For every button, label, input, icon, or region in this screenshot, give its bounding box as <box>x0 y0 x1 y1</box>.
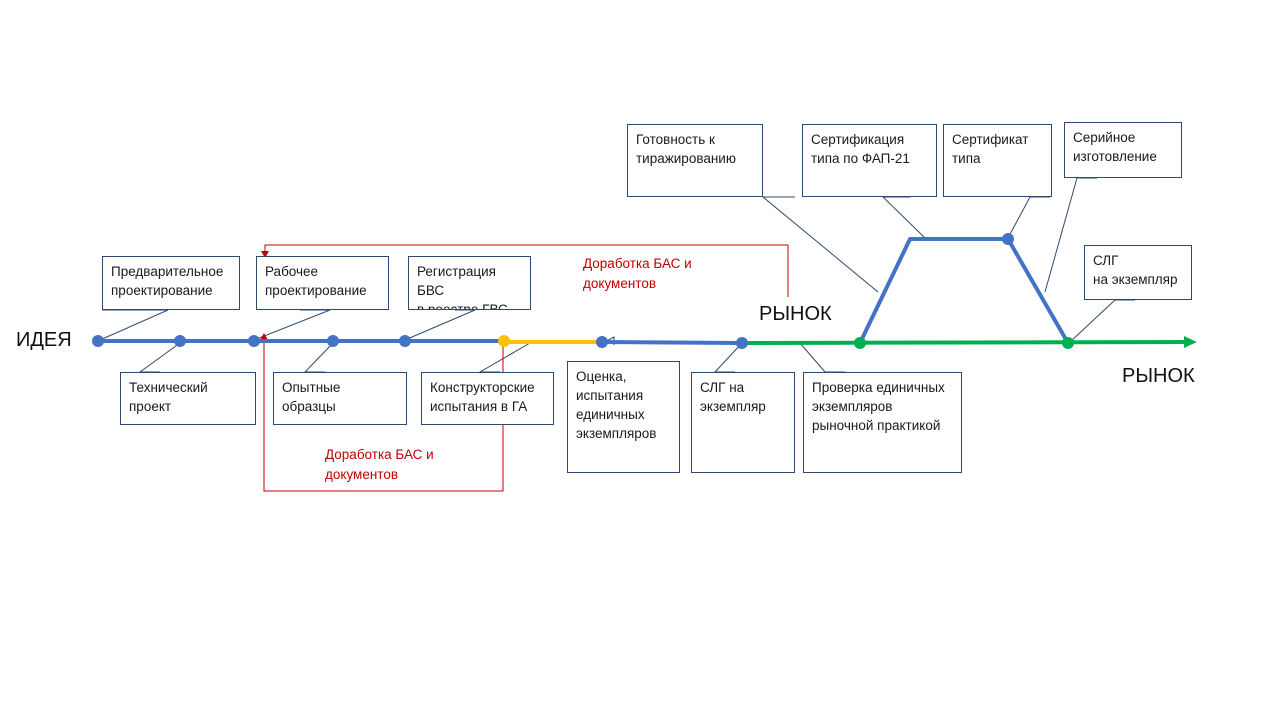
milestone-working <box>248 335 260 347</box>
callout-market-check <box>799 342 845 373</box>
box-prototypes: Опытные образцы <box>273 372 407 425</box>
milestone-serial <box>1062 337 1074 349</box>
box-type-cert-fap: Сертификация типа по ФАП-21 <box>802 124 937 197</box>
box-market-check: Проверка единичных экземпляров рыночной … <box>803 372 962 473</box>
box-slg-copy-2: СЛГ на экземпляр <box>1084 245 1192 300</box>
callout-readiness <box>761 196 879 293</box>
box-registration: Регистрация БВС в реестре ГВС <box>408 256 531 310</box>
milestone-type-cert <box>1002 233 1014 245</box>
callout-prototypes <box>303 342 334 373</box>
callout-type-cert-fap <box>881 196 926 239</box>
box-slg-copy: СЛГ на экземпляр <box>691 372 795 473</box>
market-label-top: РЫНОК <box>759 303 832 325</box>
box-design-tests: Конструкторские испытания в ГА <box>421 372 554 425</box>
rework-top-arrowhead <box>261 251 269 258</box>
milestone-registration <box>399 335 411 347</box>
callout-design-tests <box>478 342 531 373</box>
timeline-green <box>741 340 1187 345</box>
box-working-design: Рабочее проектирование <box>256 256 389 310</box>
rework-label-bottom: Доработка БАС и документов <box>325 447 434 482</box>
certification-trapezoid <box>858 237 1070 344</box>
callout-technical <box>138 342 181 373</box>
callout-slg-copy-2 <box>1069 299 1135 343</box>
milestone-slg-copy <box>736 337 748 349</box>
callout-serial <box>1044 177 1097 293</box>
box-evaluation: Оценка, испытания единичных экземпляров <box>567 361 680 473</box>
box-type-cert: Сертификат типа <box>943 124 1052 197</box>
timeline-blue-2 <box>601 340 743 345</box>
rework-label-top: Доработка БАС и документов <box>583 256 692 291</box>
rework-bottom-arrowhead <box>260 333 268 340</box>
callout-prelim <box>99 309 169 341</box>
rework-loop-top <box>264 244 789 297</box>
milestone-technical <box>174 335 186 347</box>
callout-lines <box>99 177 1135 373</box>
milestone-market <box>854 337 866 349</box>
callout-working <box>253 309 331 341</box>
callout-registration <box>404 309 476 341</box>
milestone-evaluation <box>596 336 608 348</box>
milestone-prototypes <box>327 335 339 347</box>
timeline-arrowhead <box>1184 336 1197 348</box>
box-readiness: Готовность к тиражированию <box>627 124 763 197</box>
box-technical-project: Технический проект <box>120 372 256 425</box>
callout-type-cert <box>1007 196 1050 239</box>
box-preliminary-design: Предварительное проектирование <box>102 256 240 310</box>
box-serial: Серийное изготовление <box>1064 122 1182 178</box>
milestone-design-tests <box>498 335 510 347</box>
idea-label: ИДЕЯ <box>16 329 72 351</box>
market-label-end: РЫНОК <box>1122 365 1195 387</box>
milestone-idea <box>92 335 104 347</box>
